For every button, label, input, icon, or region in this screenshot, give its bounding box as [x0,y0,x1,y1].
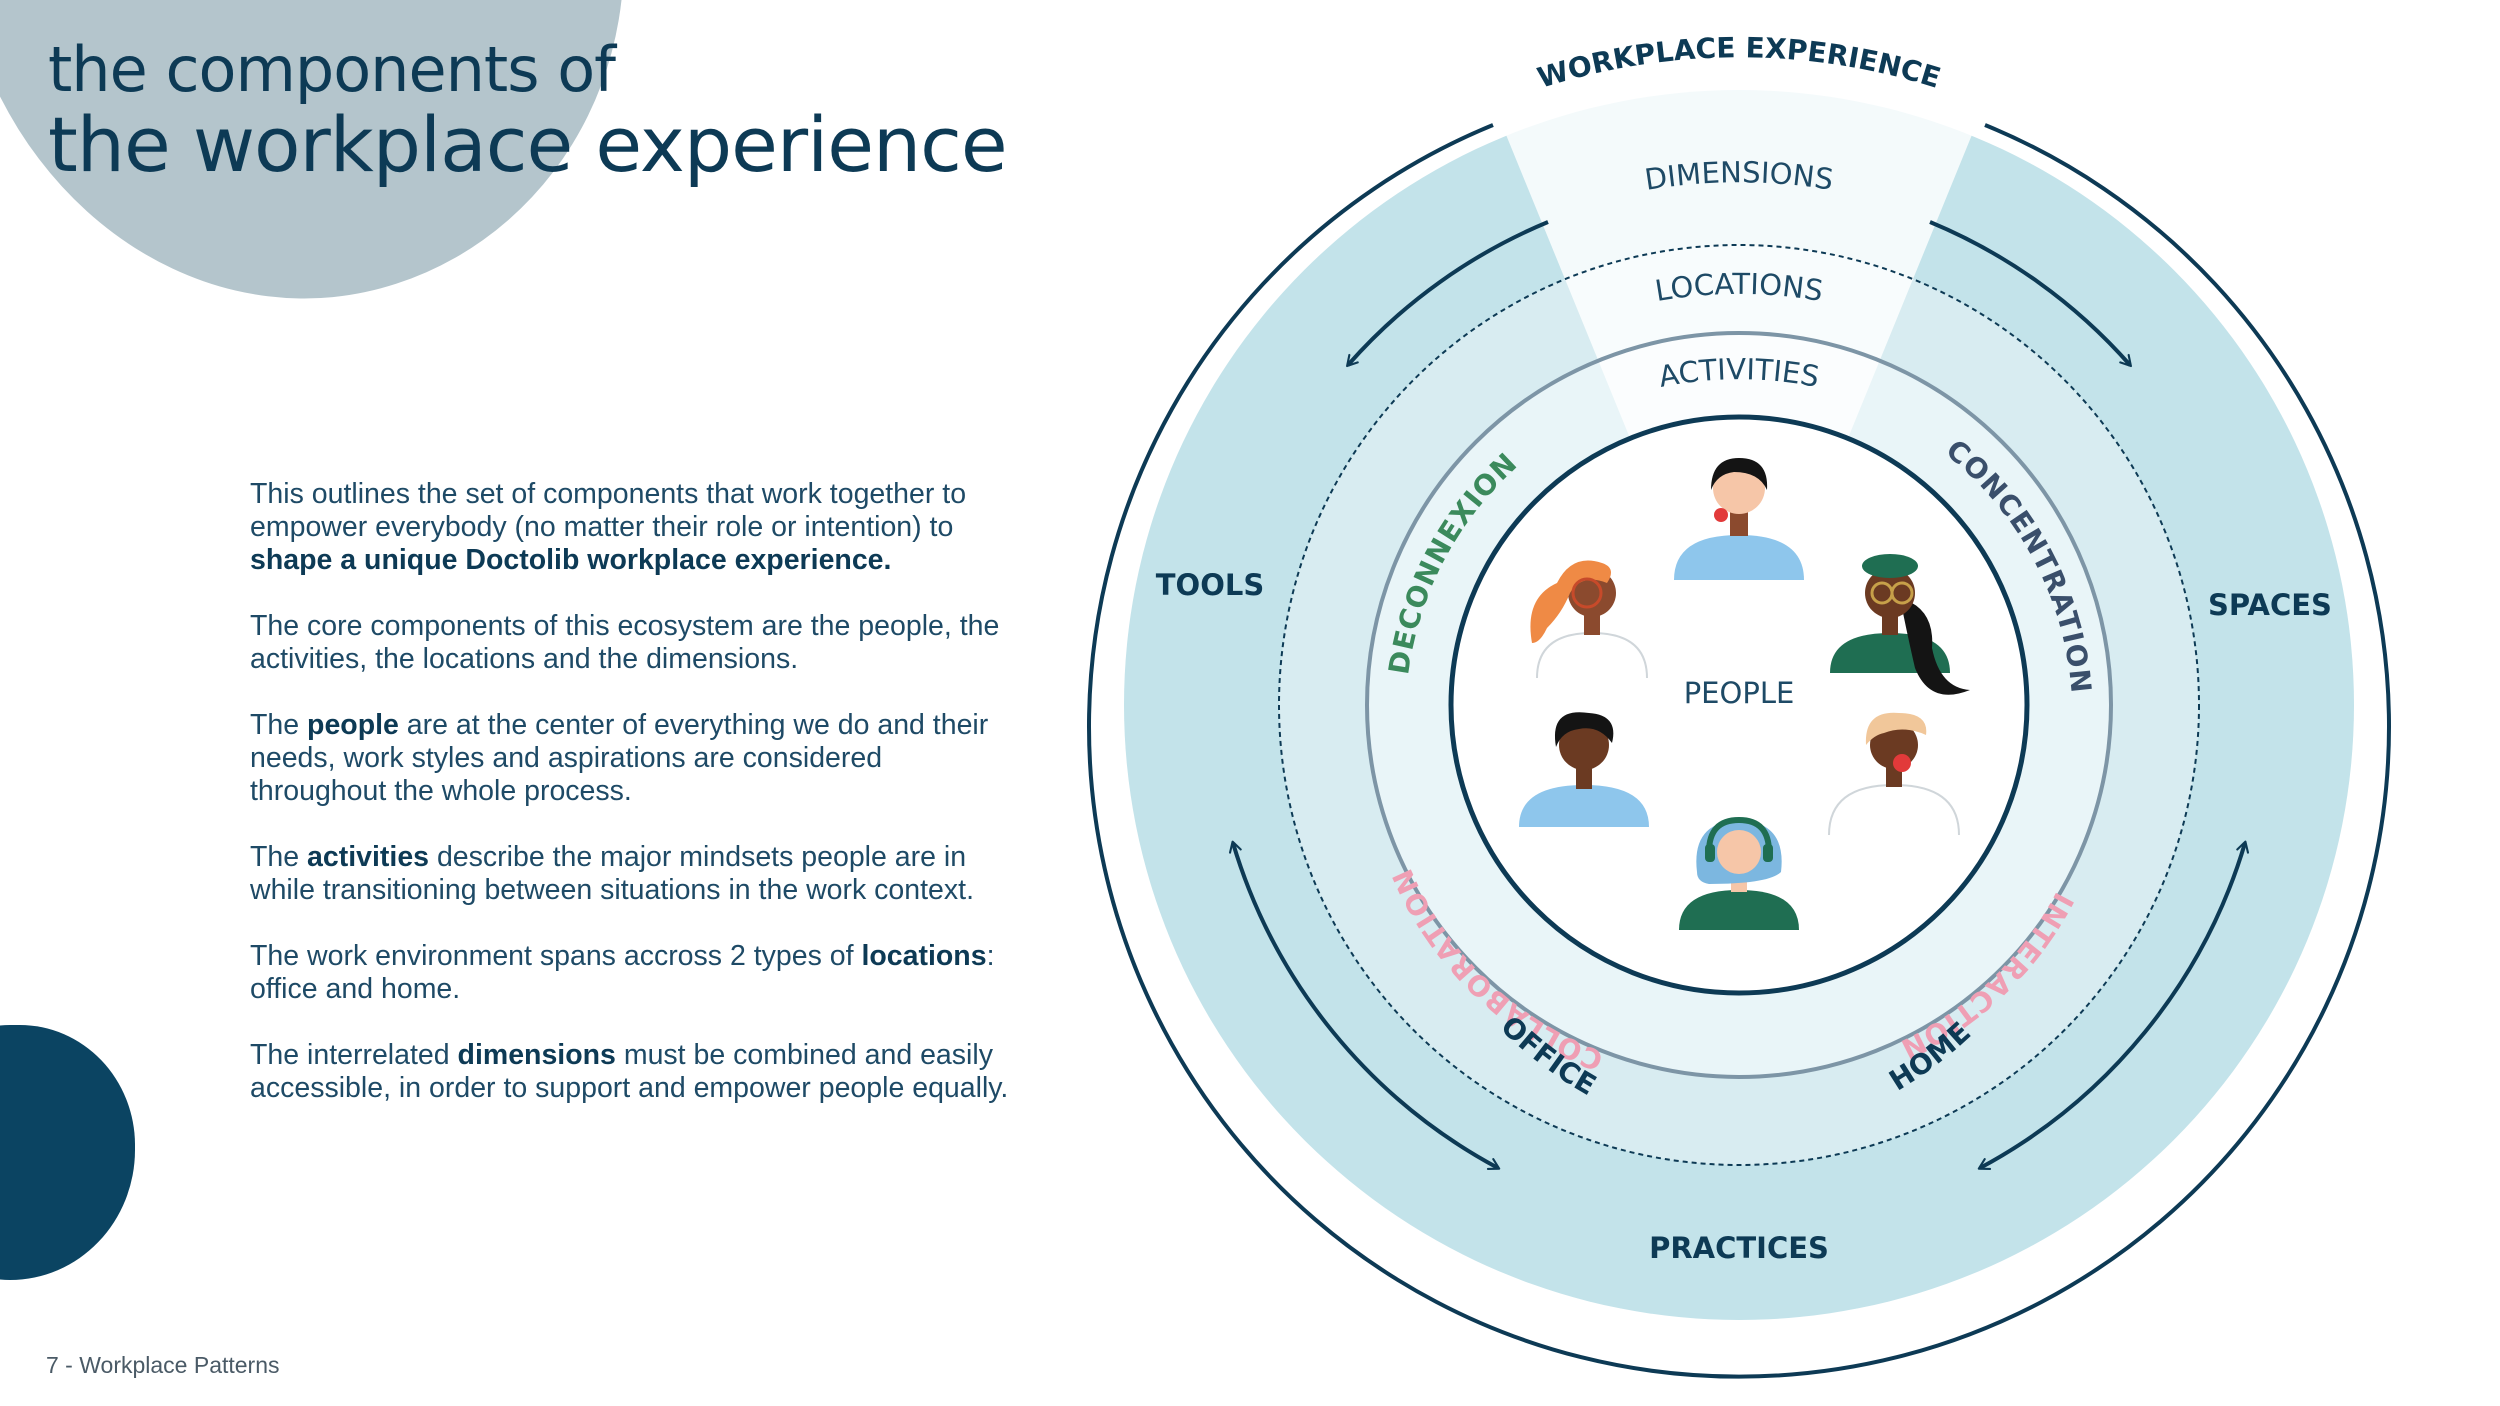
p4-bold: activities [307,841,430,873]
arrow-bottom-left [1228,840,1501,1171]
activities-outline [1365,331,2113,1079]
p2-text: The core components of this ecosystem ar… [250,610,1000,675]
paragraph-people: The people are at the center of everythi… [250,709,1010,808]
locations-dashed-outline [1278,244,2200,1166]
person-left-bottom-icon [1519,712,1649,827]
p1-bold: shape a unique Doctolib workplace experi… [250,544,892,576]
intro-text: This outlines the set of components that… [250,478,1010,1138]
person-right-bottom-icon [1828,712,1960,836]
p5-text-b: : office and home. [250,940,995,1005]
p4-text-a: The [250,841,308,873]
arrow-bottom-right [1977,840,2250,1171]
page-footer: 7 - Workplace Patterns [46,1352,280,1378]
arrow-top-right [1929,220,2132,368]
p6-text-a: The interrelated [250,1039,458,1071]
person-bottom-icon [1679,816,1799,930]
person-left-top-icon [1530,560,1648,679]
paragraph-dimensions: The interrelated dimensions must be comb… [250,1039,1010,1105]
paragraph-locations: The work environment spans accross 2 typ… [250,940,1010,1006]
person-right-top-icon [1830,554,1970,695]
arrow-top-left [1346,220,1549,368]
dimension-tools: TOOLS [1156,568,1264,602]
people-label: PEOPLE [1684,676,1795,710]
title-line-2: the workplace experience [48,100,1008,189]
paragraph-overview: This outlines the set of components that… [250,478,1010,577]
p4-text-b: describe the major mindsets people are i… [250,841,974,906]
label-wedge [1500,74,1978,705]
paragraph-core: The core components of this ecosystem ar… [250,610,1010,676]
p5-bold: locations [861,940,987,972]
page-title: the components of the workplace experien… [48,33,1008,189]
p3-text-a: The [250,709,308,741]
p6-bold: dimensions [457,1039,616,1071]
outer-ring-arc [1087,123,2391,1379]
dimension-spaces: SPACES [2208,588,2332,622]
p3-bold: people [307,709,399,741]
p6-text-b: must be combined and easily accessible, … [250,1039,1009,1104]
p1-text: This outlines the set of components that… [250,478,967,543]
title-line-1: the components of [48,33,616,106]
paragraph-activities: The activities describe the major mindse… [250,841,1010,907]
person-top-icon [1674,458,1804,580]
p3-text-b: are at the center of everything we do an… [250,709,989,807]
dimension-practices: PRACTICES [1649,1231,1829,1265]
p5-text-a: The work environment spans accross 2 typ… [250,940,862,972]
